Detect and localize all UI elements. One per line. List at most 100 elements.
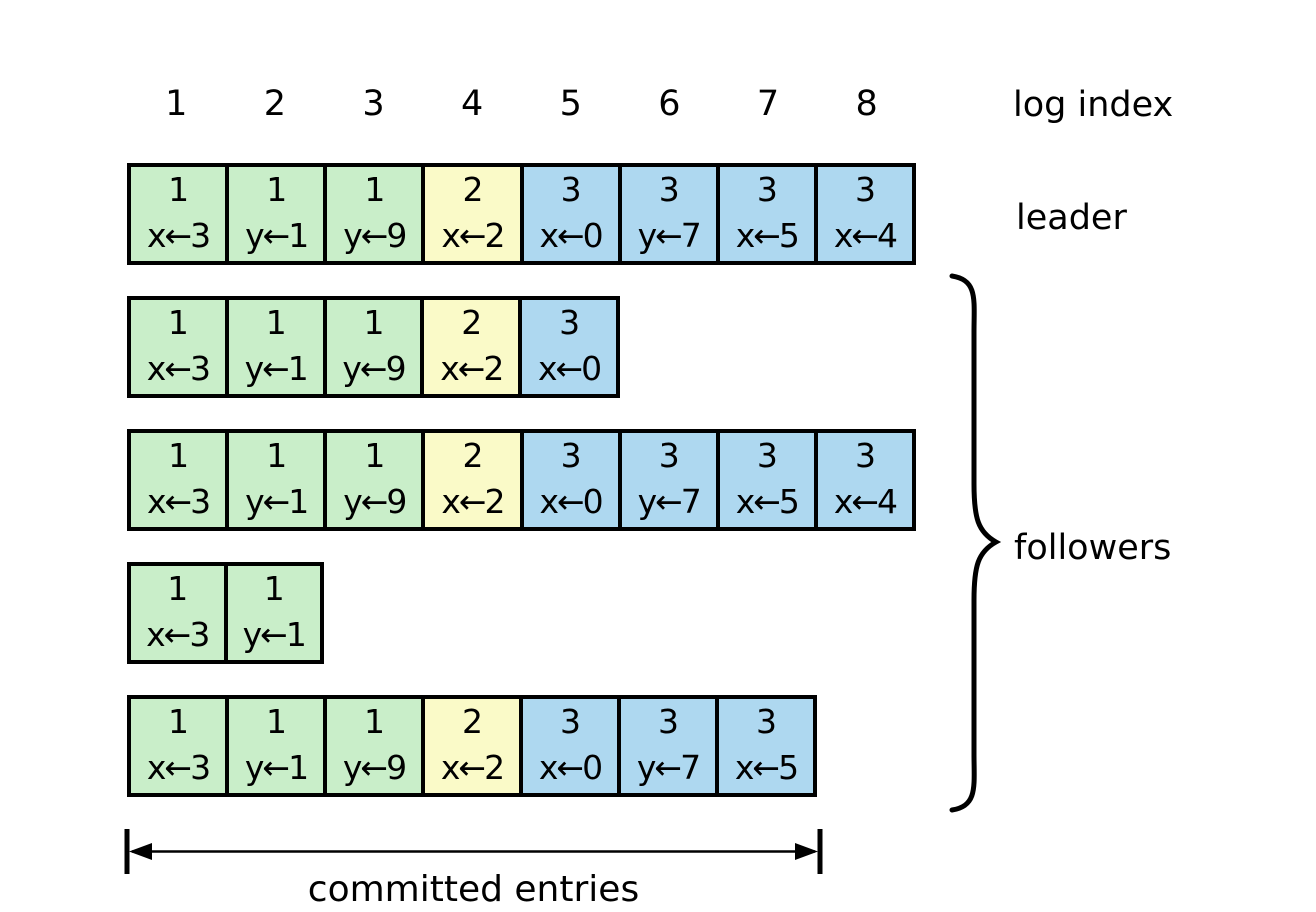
entry-term: 1 <box>364 702 385 741</box>
entry-command: y←1 <box>242 615 307 654</box>
entry-command: x←0 <box>539 482 603 521</box>
entry-command: x←3 <box>146 216 211 255</box>
entry-term: 1 <box>167 569 188 608</box>
entry-term: 3 <box>756 702 777 741</box>
entry-command: x←3 <box>146 349 211 388</box>
committed-entries-label: committed entries <box>307 869 640 910</box>
entry-command: x←2 <box>441 216 505 255</box>
entry-command: y←9 <box>343 482 407 521</box>
entry-term: 3 <box>560 702 581 741</box>
followers-brace <box>949 273 1002 813</box>
entry-term: 1 <box>266 436 287 475</box>
entry-term: 3 <box>658 436 680 475</box>
entry-command: x←3 <box>146 748 211 787</box>
entry-term: 3 <box>560 436 582 475</box>
entry-command: y←1 <box>245 482 309 521</box>
entry-term: 2 <box>462 702 483 741</box>
log-index-number: 5 <box>559 84 582 124</box>
entry-term: 2 <box>462 170 483 209</box>
entry-term: 1 <box>266 702 287 741</box>
entry-command: x←3 <box>146 482 211 521</box>
log-index-number: 4 <box>461 84 484 124</box>
entry-command: x←3 <box>146 615 210 654</box>
log-index-number: 2 <box>263 84 287 124</box>
entry-term: 1 <box>266 170 287 209</box>
entry-term: 3 <box>756 436 778 475</box>
entry-command: y←1 <box>244 748 309 787</box>
entry-command: y←9 <box>343 216 407 255</box>
entry-term: 1 <box>263 569 285 608</box>
entry-term: 3 <box>658 170 680 209</box>
entry-command: x←0 <box>537 349 602 388</box>
log-index-number: 8 <box>855 84 878 124</box>
entry-command: y←7 <box>637 482 702 521</box>
entry-term: 2 <box>461 303 482 342</box>
entry-term: 3 <box>559 303 580 342</box>
entry-command: y←7 <box>637 216 702 255</box>
log-index-number: 3 <box>362 84 385 124</box>
log-index-row: 1 2 3 4 5 6 7 8 <box>127 82 916 126</box>
entry-command: y←7 <box>636 748 701 787</box>
entry-command: y←1 <box>245 216 309 255</box>
entry-term: 1 <box>363 303 384 342</box>
entry-command: y←9 <box>342 349 406 388</box>
log-index-number: 7 <box>756 84 780 124</box>
entry-term: 1 <box>168 436 189 475</box>
entry-command: x←4 <box>833 216 898 255</box>
entry-term: 3 <box>756 170 778 209</box>
entry-term: 3 <box>854 170 876 209</box>
entry-command: x←2 <box>441 482 505 521</box>
entry-term: 1 <box>265 303 287 342</box>
entry-term: 1 <box>168 702 189 741</box>
entry-term: 1 <box>167 303 189 342</box>
entry-command: x←0 <box>538 748 603 787</box>
entry-command: x←0 <box>539 216 603 255</box>
followers-label: followers <box>1014 528 1172 568</box>
entry-term: 1 <box>364 170 385 209</box>
entry-command: y←1 <box>244 349 309 388</box>
entry-term: 1 <box>364 436 385 475</box>
entry-term: 3 <box>658 702 679 741</box>
leader-label: leader <box>1016 198 1127 238</box>
entry-term: 2 <box>462 436 483 475</box>
entry-command: x←2 <box>440 349 504 388</box>
log-index-number: 6 <box>658 84 681 124</box>
entry-term: 1 <box>168 170 189 209</box>
entry-command: x←4 <box>833 482 898 521</box>
